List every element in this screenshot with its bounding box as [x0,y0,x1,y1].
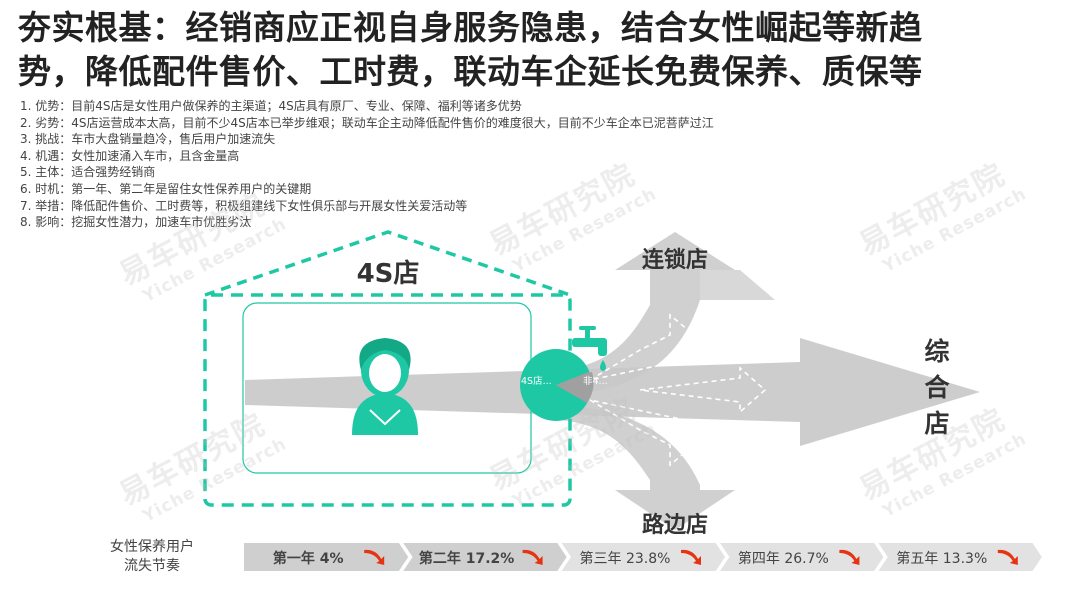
store-roof [204,230,571,297]
decline-arrow-icon [681,549,701,565]
decline-arrow-icon [997,549,1018,565]
point-2: 2. 劣势：4S店运营成本太高，目前不少4S店本已举步维艰；联动车企主动降低配件… [20,115,714,130]
churn-year-label: 第三年 23.8% [580,550,671,567]
roadside-store-arrow [560,405,735,530]
key-points-list: 1. 优势：目前4S店是女性用户做保养的主渠道；4S店具有原厂、专业、保障、福利… [20,98,920,231]
dashed-flow-arrows [589,313,767,467]
churn-year-segment: 第二年 17.2% [399,541,570,573]
churn-year-label: 第一年 4% [273,550,344,567]
chain-store-arrow [560,232,735,395]
title-line-1: 夯实根基：经销商应正视自身服务隐患，结合女性崛起等新趋 [18,8,923,47]
page-title: 夯实根基：经销商应正视自身服务隐患，结合女性崛起等新趋 势，降低配件售价、工时费… [18,6,1068,94]
comprehensive-store-label: 综合店 [924,337,950,438]
point-3: 3. 挑战：车市大盘销量趋冷，售后用户加速流失 [20,132,276,147]
pie-label-other: 非4... [583,375,608,387]
store-label: 4S店 [357,259,420,289]
main-flow-arrow [245,338,980,446]
woman-user-icon [352,338,418,435]
point-4: 4. 机遇：女性加速涌入车市，且含金量高 [20,148,240,163]
churn-year-segment: 第三年 23.8% [557,541,728,573]
roadside-store-label: 路边店 [642,512,708,538]
churn-year-label: 第二年 17.2% [419,550,514,567]
decline-arrow-icon [364,549,385,565]
pie-label-4s: 4S店... [521,375,552,387]
title-line-2: 势，降低配件售价、工时费，联动车企延长免费保养、质保等 [18,52,923,91]
churn-year-segment: 第五年 13.3% [874,541,1045,573]
faucet-icon [572,326,607,371]
churn-year-label: 第四年 26.7% [738,550,829,567]
channel-share-pie [520,349,594,421]
chain-store-label: 连锁店 [642,247,708,273]
point-1: 1. 优势：目前4S店是女性用户做保养的主渠道；4S店具有原厂、专业、保障、福利… [20,99,522,113]
churn-year-segment: 第一年 4% [242,541,411,573]
churn-year-label: 第五年 13.3% [896,550,987,567]
decline-arrow-icon [839,549,860,565]
point-8: 8. 影响：挖掘女性潜力，加速车市优胜劣汰 [20,215,252,230]
point-6: 6. 时机：第一年、第二年是留住女性保养用户的关键期 [20,181,312,196]
churn-rhythm-label: 女性保养用户 流失节奏 [110,539,194,574]
point-5: 5. 主体：适合强势经销商 [20,165,156,180]
churn-year-segment: 第四年 26.7% [716,541,886,573]
point-7: 7. 举措：降低配件售价、工时费等，积极组建线下女性俱乐部与开展女性关爱活动等 [20,198,468,213]
chain-store-arrow-branch [700,270,775,300]
decline-arrow-icon [522,549,543,565]
